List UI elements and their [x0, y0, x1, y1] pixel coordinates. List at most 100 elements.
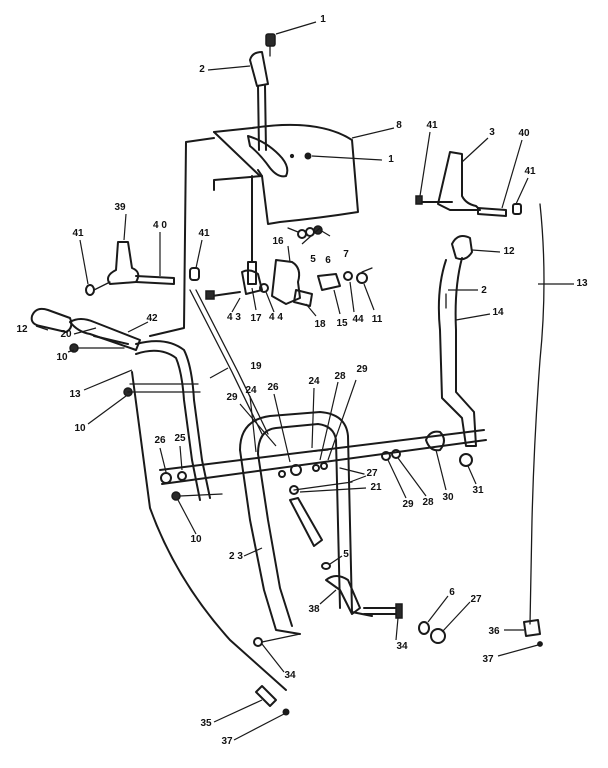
lower-bolt-34-head: [395, 603, 403, 619]
console-bolt: [304, 152, 312, 160]
leader-39: [123, 213, 127, 241]
callout-1a: 1: [320, 14, 326, 25]
leader-18: [305, 303, 317, 317]
callout-41c: 41: [426, 120, 438, 131]
callout-28b: 28: [422, 497, 434, 508]
handle-tube-lower: [131, 371, 287, 691]
handle-bracket-right: [415, 151, 522, 217]
left-mount-bracket-outline: [149, 137, 215, 337]
lower-bolt-34: [363, 607, 397, 615]
bracket-nut-41-left: [415, 195, 423, 205]
right-cable-rod: [523, 203, 545, 647]
callout-20: 20: [60, 329, 72, 340]
callout-27b: 27: [470, 594, 482, 605]
callout-37b: 37: [482, 654, 494, 665]
callout-16: 16: [272, 236, 284, 247]
leader-7: [319, 229, 331, 237]
lever-bolt-40: [135, 275, 175, 285]
linkage-bushing-15: [317, 273, 341, 291]
leader-12a: [35, 325, 49, 331]
leader-15: [333, 289, 341, 315]
console-panel: [213, 123, 359, 225]
console-panel-outline: [213, 123, 359, 225]
linkage-block-16: [271, 259, 301, 305]
leader-37b: [497, 644, 539, 657]
callout-26a: 26: [154, 435, 166, 446]
leader-6a: [301, 227, 321, 245]
callout-2a: 2: [199, 64, 205, 75]
bottom-nut-37: [282, 708, 290, 716]
lower-frame-right-leg: [239, 411, 373, 617]
linkage-bolt-head: [205, 290, 215, 300]
callout-15: 15: [336, 318, 348, 329]
leader-3: [461, 137, 489, 163]
leader-41b: [515, 177, 529, 205]
handle-bracket-3: [437, 151, 481, 211]
callout-41b: 41: [198, 228, 210, 239]
callout-36: 36: [488, 626, 500, 637]
leader-16: [287, 245, 291, 263]
frame-bolt-10: [171, 491, 181, 501]
callout-10a: 10: [56, 352, 68, 363]
leader-1a: [275, 21, 317, 35]
leader-28b: [397, 457, 427, 497]
leader-42: [127, 321, 149, 333]
leader-41c: [79, 239, 89, 285]
linkage-washer-44b: [343, 271, 353, 281]
callout-19: 19: [250, 361, 262, 372]
leader-10b: [87, 395, 127, 425]
callout-29b: 29: [356, 364, 368, 375]
lower-washer-5: [321, 562, 331, 570]
left-grip-12: [30, 307, 73, 333]
leader-34b: [395, 617, 399, 641]
lower-link-38: [325, 575, 361, 615]
callout-39: 39: [114, 202, 126, 213]
cable-rod-13: [529, 203, 545, 625]
leader-26b: [159, 447, 167, 473]
leader-43: [231, 297, 241, 313]
frame-bolt-10-shank: [179, 493, 223, 497]
lever-bracket-39: [107, 241, 140, 285]
shift-knob: [249, 51, 269, 87]
linkage-washer-44: [259, 283, 269, 293]
control-rod-19-edge: [195, 289, 269, 435]
callout-24b: 24: [308, 376, 320, 387]
callout-14: 14: [492, 307, 504, 318]
callout-5b: 5: [343, 549, 349, 560]
callout-7: 7: [343, 249, 349, 260]
console-shift-slot: [247, 135, 289, 178]
cross-bar-nut-26: [160, 472, 172, 484]
leader-38: [319, 589, 337, 605]
linkage-bolt-43: [211, 291, 241, 297]
callout-40b: 40: [518, 128, 530, 139]
callout-2b: 2: [481, 285, 487, 296]
leader-lines: [35, 21, 574, 741]
right-grip-12: [451, 235, 473, 261]
frame-bolt-34-left: [261, 633, 301, 643]
callout-37a: 37: [221, 736, 233, 747]
leader-21: [299, 487, 367, 493]
main-handle-tube: [123, 289, 287, 691]
leader-30: [435, 449, 447, 491]
right-lever-14: [437, 257, 477, 447]
callout-42: 42: [146, 313, 158, 324]
callout-21: 21: [370, 482, 382, 493]
cross-bar-eye-30: [425, 430, 445, 452]
leader-37a: [233, 713, 285, 741]
callout-40a: 4 0: [153, 220, 167, 231]
leader-41d: [195, 239, 203, 269]
callout-28a: 28: [334, 371, 346, 382]
left-mount-bracket-tab: [213, 175, 263, 191]
bottom-clip-35: [255, 685, 277, 707]
leader-13a: [83, 369, 133, 391]
callout-6a: 6: [325, 255, 331, 266]
callout-34a: 34: [284, 670, 296, 681]
lower-linkage: [253, 497, 446, 716]
leader-35: [213, 699, 263, 723]
cross-bar-washer-25: [177, 471, 187, 481]
callout-34b: 34: [396, 641, 408, 652]
cable-nut-37: [537, 641, 543, 647]
washer-stack-stud: [287, 227, 299, 233]
